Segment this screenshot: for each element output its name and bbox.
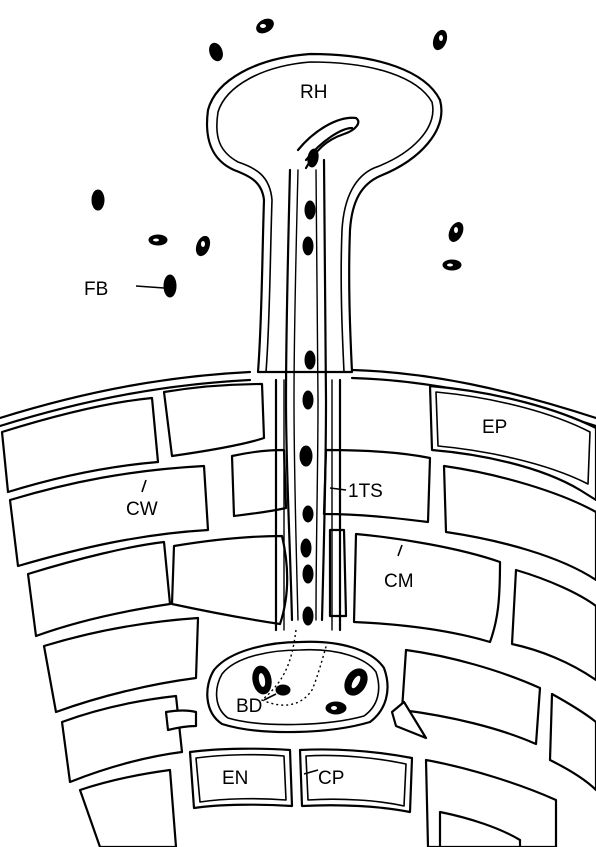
cortex-cell-row4-right	[402, 650, 540, 744]
cortex-cell-row3-mid	[172, 536, 287, 624]
cortex-cell-cm	[354, 534, 500, 642]
cortex-cell-small-left	[166, 711, 196, 731]
endodermis-cell-cp	[300, 749, 412, 812]
cortex-cell-small	[232, 450, 286, 516]
label-its: 1TS	[348, 481, 383, 502]
label-bd: BD	[236, 696, 262, 717]
label-cw: CW	[126, 499, 158, 520]
label-rh: RH	[300, 82, 327, 103]
label-cm: CM	[384, 571, 414, 592]
label-fb: FB	[84, 279, 108, 300]
cortex-cell-row4-far-right	[550, 694, 596, 790]
label-en: EN	[222, 768, 248, 789]
label-cp: CP	[318, 768, 344, 789]
epidermis-cell-mid	[164, 384, 264, 456]
cortex-cell-row3-right	[512, 570, 596, 680]
inner-cell-left	[80, 770, 176, 847]
cortex-cell-row5-left	[62, 696, 182, 782]
label-ep: EP	[482, 417, 507, 438]
